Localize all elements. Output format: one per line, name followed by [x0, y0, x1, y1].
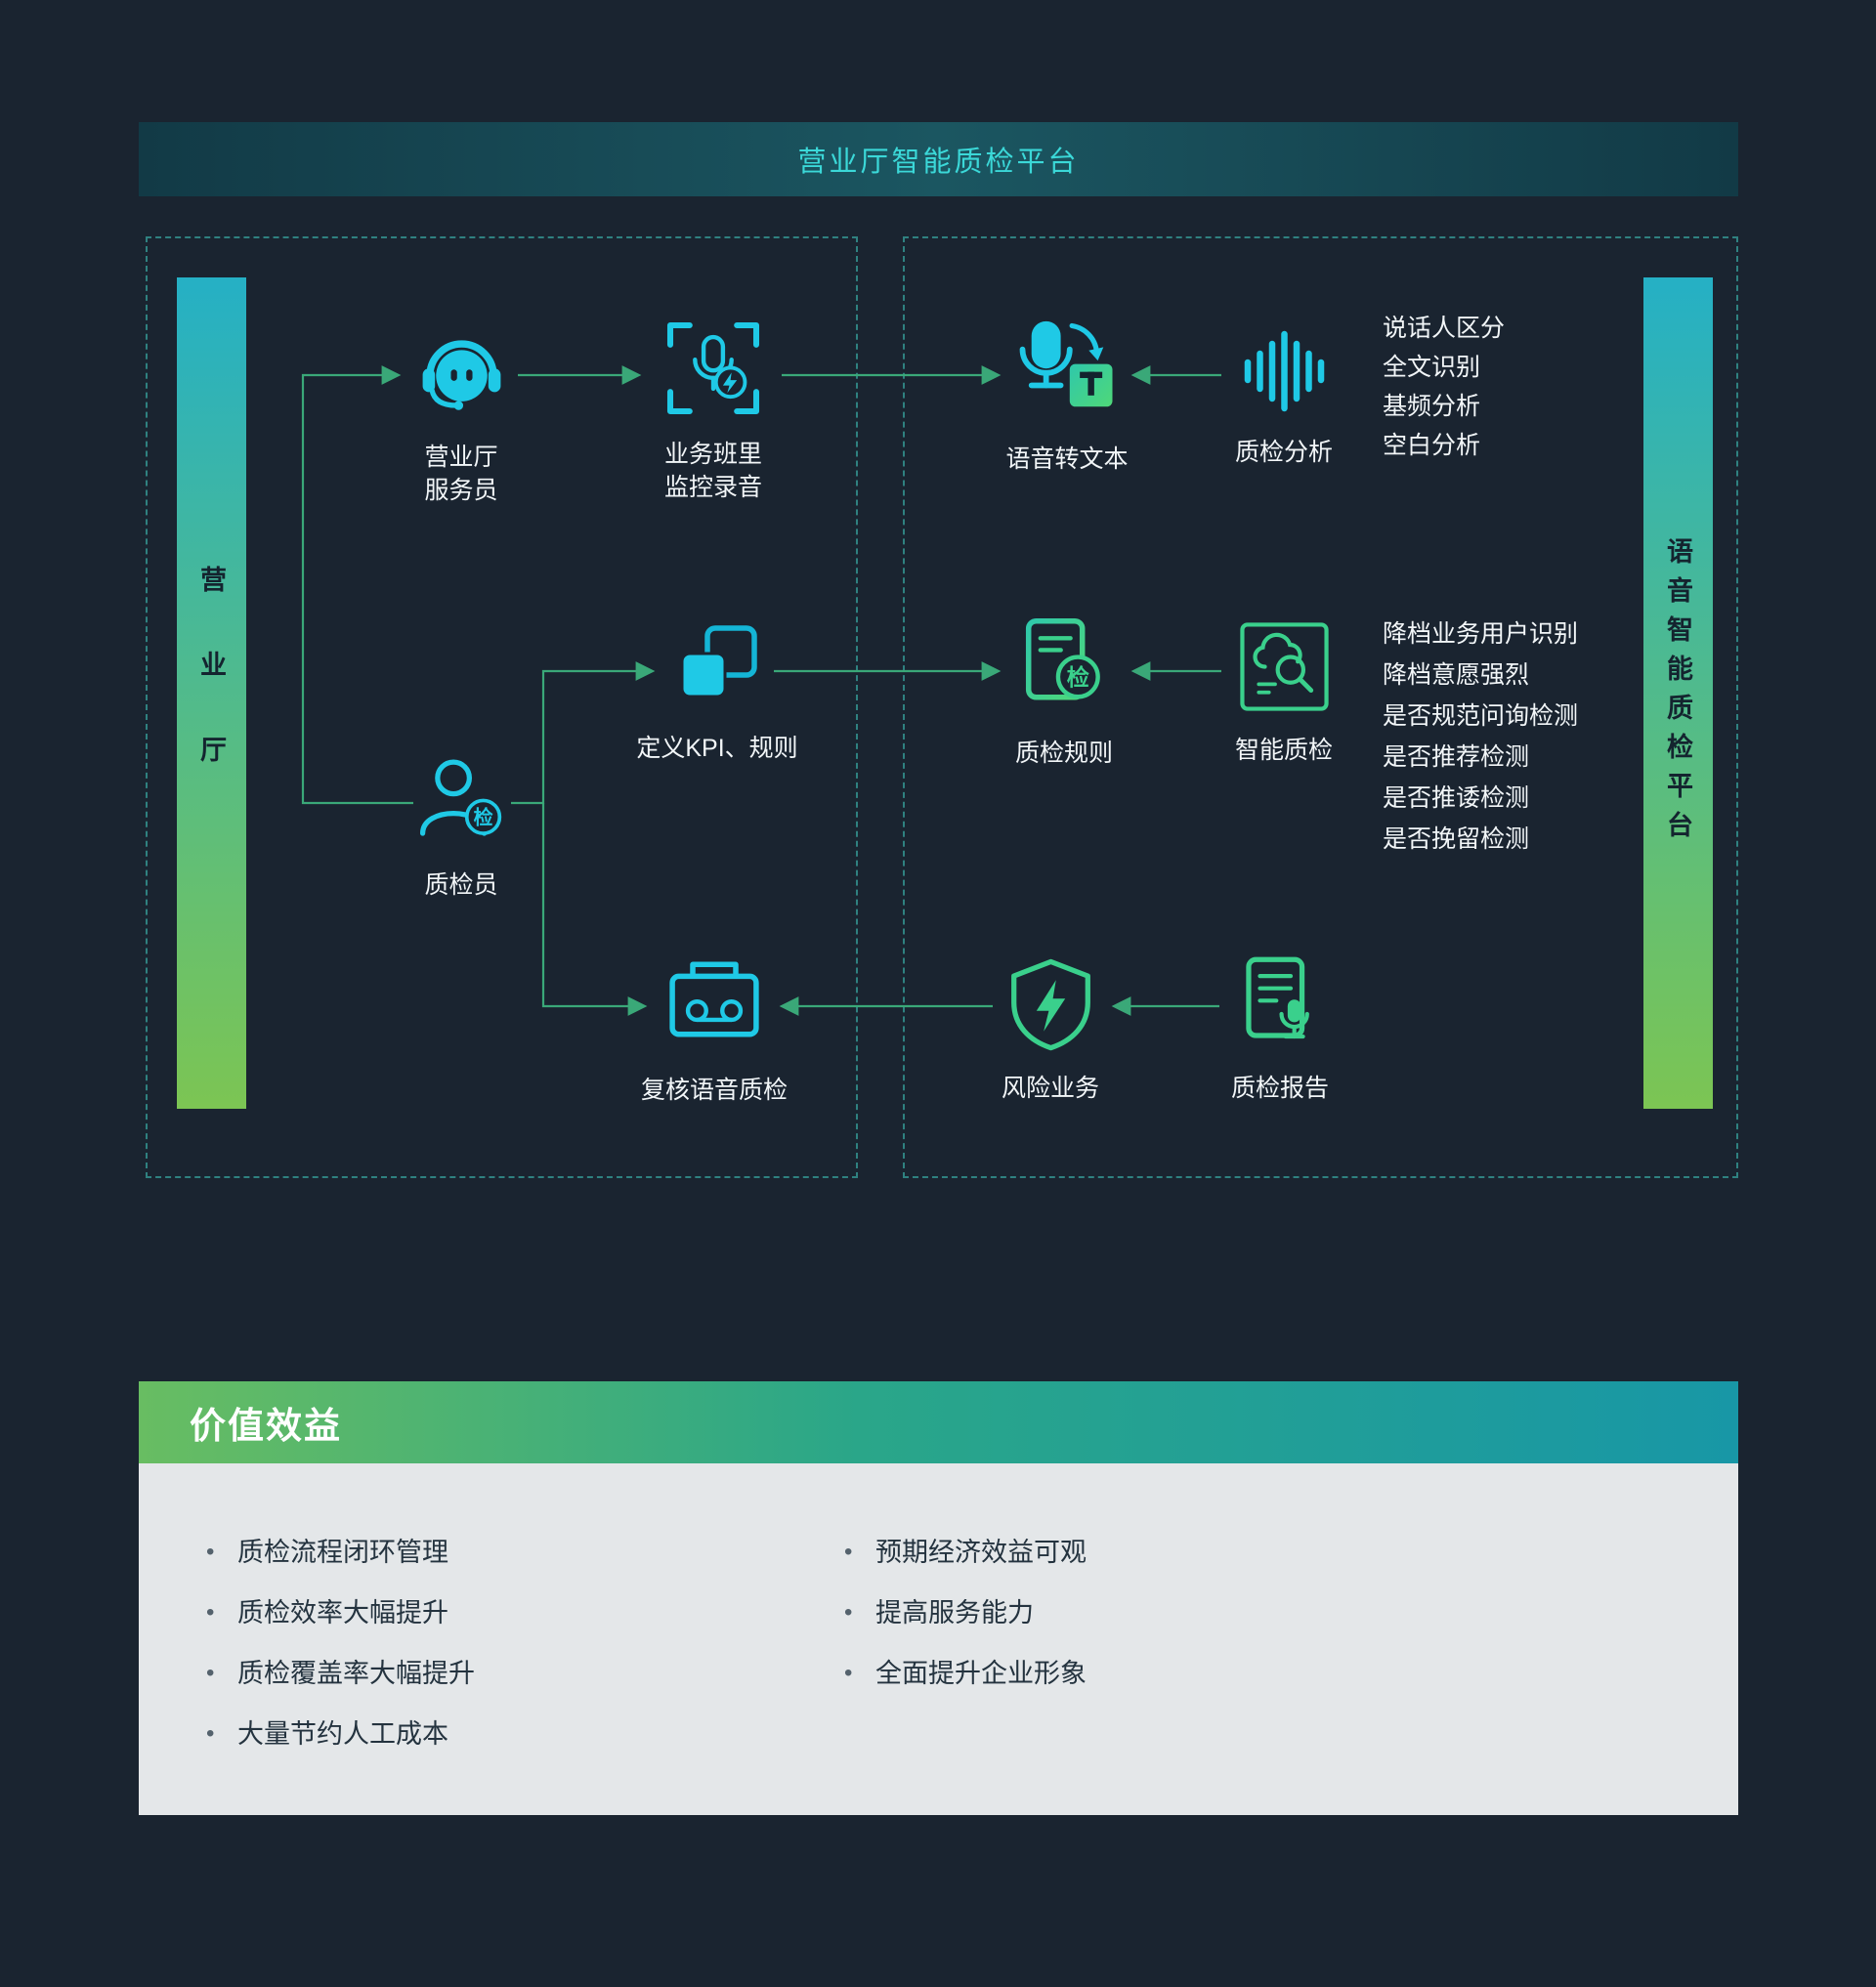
node-report-label: 质检报告 [1230, 1075, 1329, 1102]
node-review: 复核语音质检 [597, 951, 831, 1107]
node-risk-label: 风险业务 [1001, 1075, 1099, 1102]
benefit-item: 质检效率大幅提升 [202, 1583, 475, 1643]
node-speech-to-text: 语音转文本 [950, 315, 1184, 476]
node-qc-rules-label: 质检规则 [1014, 740, 1113, 767]
node-monitor: 业务班里 监控录音 [596, 315, 831, 504]
node-qc-rules: 检 质检规则 [947, 613, 1181, 770]
inspector-badge-text: 检 [473, 806, 492, 829]
left-rail: 营业厅 [177, 277, 246, 1109]
node-define-kpi-label: 定义KPI、规则 [636, 735, 798, 762]
document-check-icon: 检 [1025, 617, 1100, 700]
list-item: 说话人区分 [1383, 315, 1506, 342]
benefit-item: 提高服务能力 [840, 1583, 1087, 1643]
node-smart-qc: 智能质检 [1167, 615, 1401, 767]
benefits-header: 价值效益 [139, 1381, 1738, 1463]
node-report: 质检报告 [1163, 953, 1397, 1105]
overlapping-squares-icon [680, 625, 757, 698]
qc-analysis-feature-list: 说话人区分 全文识别 基频分析 空白分析 [1383, 309, 1505, 465]
voice-recorder-icon [669, 961, 759, 1037]
node-speech-to-text-label: 语音转文本 [1005, 445, 1129, 473]
qc-rules-badge-text: 检 [1067, 665, 1089, 691]
report-mic-icon [1245, 956, 1309, 1039]
smart-qc-feature-list: 降档业务用户识别 降档意愿强烈 是否规范问询检测 是否推荐检测 是否推诿检测 是… [1383, 613, 1578, 860]
node-smart-qc-label: 智能质检 [1234, 737, 1333, 764]
left-rail-label: 营业厅 [196, 566, 226, 821]
headset-person-icon [422, 340, 500, 410]
right-rail-label: 语音智能质检平台 [1663, 536, 1692, 850]
voice-qc-platform-dashed-box [903, 236, 1738, 1178]
person-check-icon: 检 [419, 759, 501, 836]
top-banner: 营业厅智能质检平台 [139, 122, 1738, 196]
node-monitor-label: 业务班里 监控录音 [664, 438, 762, 504]
node-agent: 营业厅 服务员 [344, 322, 578, 507]
list-item: 基频分析 [1383, 393, 1481, 420]
benefits-list-right: 预期经济效益可观 提高服务能力 全面提升企业形象 [840, 1522, 1087, 1704]
list-item: 是否推诿检测 [1383, 784, 1530, 812]
list-item: 空白分析 [1383, 432, 1481, 459]
mic-in-brackets-icon [666, 321, 760, 415]
node-monitor-label-line1: 业务班里 [663, 441, 762, 468]
node-inspector: 检 质检员 [344, 750, 578, 902]
list-item: 是否挽留检测 [1383, 825, 1530, 853]
page-title: 营业厅智能质检平台 [797, 147, 1080, 178]
benefit-item: 全面提升企业形象 [840, 1643, 1087, 1704]
node-inspector-label: 质检员 [424, 871, 498, 899]
benefit-item: 预期经济效益可观 [840, 1522, 1087, 1583]
node-agent-label-line2: 服务员 [424, 477, 498, 504]
business-hall-dashed-box [146, 236, 858, 1178]
node-define-kpi: 定义KPI、规则 [600, 618, 834, 765]
benefit-item: 大量节约人工成本 [202, 1704, 475, 1764]
benefit-item: 质检流程闭环管理 [202, 1522, 475, 1583]
node-qc-analysis: 质检分析 [1167, 322, 1401, 469]
node-risk: 风险业务 [933, 953, 1168, 1105]
node-agent-label-line1: 营业厅 [424, 444, 498, 471]
benefits-list-left: 质检流程闭环管理 质检效率大幅提升 质检覆盖率大幅提升 大量节约人工成本 [202, 1522, 475, 1764]
list-item: 是否规范问询检测 [1383, 702, 1579, 730]
list-item: 是否推荐检测 [1383, 743, 1530, 771]
node-review-label: 复核语音质检 [640, 1077, 788, 1104]
right-rail: 语音智能质检平台 [1643, 277, 1713, 1109]
list-item: 降档业务用户识别 [1383, 620, 1579, 648]
benefit-item: 质检覆盖率大幅提升 [202, 1643, 475, 1704]
list-item: 降档意愿强烈 [1383, 661, 1530, 689]
node-agent-label: 营业厅 服务员 [424, 441, 497, 507]
list-item: 全文识别 [1383, 354, 1481, 381]
node-qc-analysis-label: 质检分析 [1234, 439, 1333, 466]
node-monitor-label-line2: 监控录音 [663, 474, 762, 501]
waveform-icon [1244, 330, 1325, 412]
cloud-magnifier-icon [1239, 622, 1329, 711]
speech-to-text-icon [1019, 320, 1112, 407]
benefits-title: 价值效益 [190, 1406, 342, 1446]
shield-lightning-icon [1010, 958, 1090, 1051]
